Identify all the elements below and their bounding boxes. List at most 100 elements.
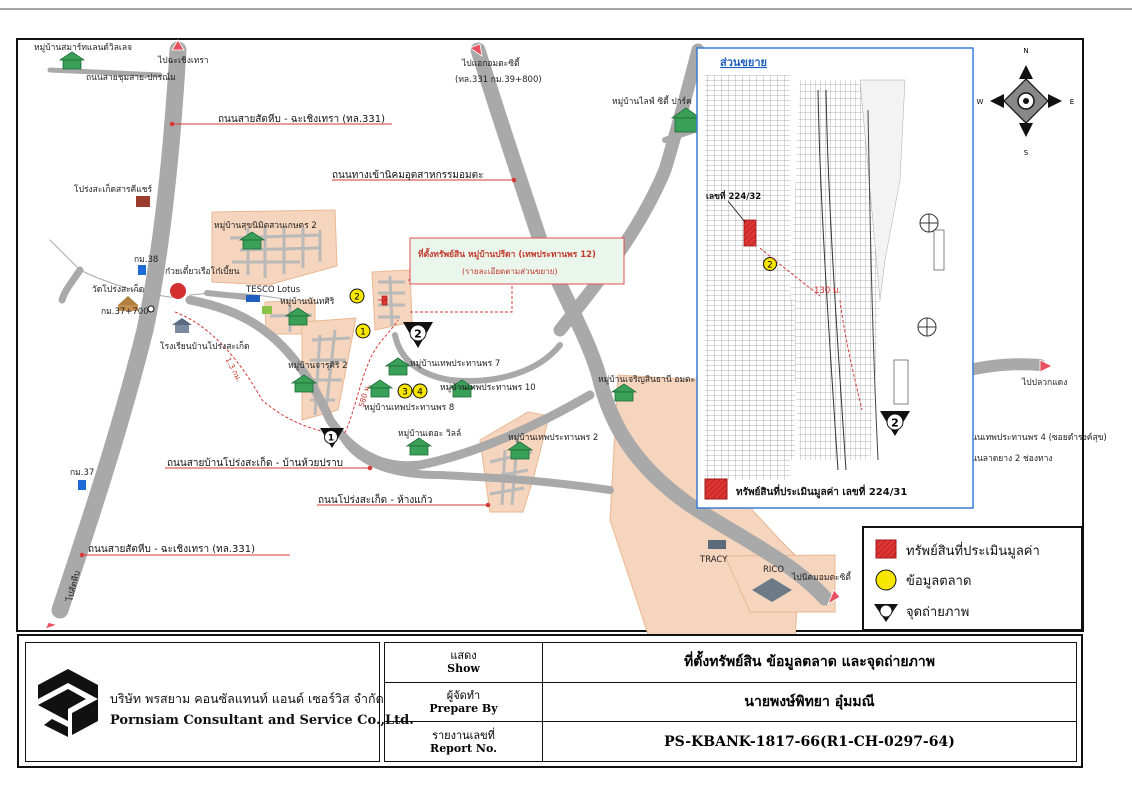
label-village-jaruwan: หมู่บ้านจารุศิริ 2 [288, 360, 348, 371]
market-marker-3: 3 [397, 383, 413, 399]
info-row-report: รายงานเลขที่Report No. PS-KBANK-1817-66(… [384, 721, 1077, 762]
inset-plot-label: เลขที่ 224/32 [706, 189, 761, 202]
svg-text:2: 2 [354, 293, 360, 303]
svg-text:2: 2 [891, 417, 899, 430]
house-icon [610, 383, 638, 402]
market-data-markers: 1 2 3 4 [349, 288, 428, 399]
label-wat-pong: วัดโปร่งสะเก็ด [92, 283, 144, 295]
inset-footer-icon [704, 478, 728, 500]
label-village-sukmilaksuan: หมู่บ้านสุขนิมิตสวนเกษตร 2 [214, 220, 317, 231]
report-value: PS-KBANK-1817-66(R1-CH-0297-64) [542, 721, 1077, 762]
house-icon [58, 51, 86, 70]
photo-point-2: 2 [403, 322, 433, 348]
show-label-en: Show [447, 662, 480, 676]
inset-market-marker [763, 257, 777, 271]
inset-footer-label: ทรัพย์สินที่ประเมินมูลค่า เลขที่ 224/31 [736, 484, 907, 499]
prepare-value: นายพงษ์พิทยา อุ๋มมณี [542, 681, 1077, 723]
label-village-deer: หมู่บ้านเดอะ วิลล์ [398, 428, 461, 439]
village-icons [58, 51, 702, 460]
compass-e-label: E [1070, 98, 1074, 106]
property-hatch-icon [875, 539, 897, 559]
photo-points: 1 2 [320, 322, 433, 448]
inset-title: ส่วนขยาย [720, 56, 767, 69]
company-panel: บริษัท พรสยาม คอนซัลแทนท์ แอนด์ เซอร์วิส… [25, 642, 414, 762]
label-village-thep10: หมู่บ้านเทพประทานพร 10 [440, 382, 536, 393]
house-icon [405, 437, 433, 456]
map-labels: หมู่บ้านสมาร์ทแลนด์วิลเลจ ถนนสายชุมสาย-ป… [34, 42, 1107, 604]
landmarks [78, 196, 792, 602]
shop-icon [262, 306, 272, 314]
callout-title: ที่ตั้งทรัพย์สิน หมู่บ้านปรีดา (เทพประทา… [418, 247, 596, 260]
company-name-en: Pornsiam Consultant and Service Co.,Ltd. [110, 713, 414, 728]
compass-w-label: W [977, 98, 984, 106]
label-market-pong: โปร่งสะเก็ดสารคีแชร์ [74, 183, 152, 195]
tesco-icon [246, 295, 260, 302]
arrow-to-amata-icon [469, 43, 483, 57]
km37-sign-icon [78, 480, 86, 490]
arrow-to-sattahip-icon [44, 621, 59, 630]
label-road-pong-huaiprap: ถนนสายบ้านโปร่งสะเก็ด - บ้านห้วยปราบ [167, 455, 343, 469]
roads [47, 41, 1046, 619]
market-marker-4: 4 [412, 383, 428, 399]
noodle-shop-icon [170, 283, 186, 299]
callout-subtitle: (รายละเอียดตามส่วนขยาย) [462, 267, 557, 276]
arrow-to-amata-bottom-icon [827, 589, 841, 605]
report-label-en: Report No. [430, 741, 497, 755]
label-road-chumsai: ถนนสายชุมสาย-ปกรณ์ม [86, 72, 176, 83]
show-label-th: แสดง [450, 649, 477, 663]
house-icon [290, 374, 318, 393]
label-km37-700: กม.37+700 [101, 307, 149, 317]
label-pointers [79, 121, 517, 558]
label-road-amata-estate: ถนนทางเข้านิคมอุตสาหกรรมอมตะ [332, 169, 483, 181]
label-km38: กม.38 [134, 255, 158, 265]
inset-map: ส่วนขยาย เลขที่ 224/32 2 130 ม. 2 [696, 47, 974, 509]
compass-rose-icon: N E S W [977, 47, 1075, 157]
legend: ทรัพย์สินที่ประเมินมูลค่า ข้อมูลตลาด จุด… [862, 526, 1083, 631]
label-village-thep2: หมู่บ้านเทพประทานพร 2 [508, 432, 598, 443]
tracy-factory-icon [708, 540, 726, 549]
label-to-amata-km: (ทล.331 กม.39+800) [455, 75, 542, 85]
label-rico: RICO [763, 565, 784, 575]
house-icon [284, 307, 312, 326]
label-road-thep4-sub: ถนนลาดยาง 2 ช่องทาง [966, 454, 1053, 464]
house-icon [238, 231, 266, 250]
compass-s-label: S [1024, 149, 1029, 157]
company-name-th: บริษัท พรสยาม คอนซัลแทนท์ แอนด์ เซอร์วิส… [110, 691, 384, 706]
inset-distance: 130 ม. [814, 286, 841, 296]
svg-text:2: 2 [767, 261, 772, 271]
label-road-pong-hangkaew: ถนนโปร่งสะเก็ด - ห้างแก้ว [318, 492, 432, 506]
market-data-circle-icon [875, 569, 897, 591]
label-village-life-park: หมู่บ้านไลฟ์ ซิตี้ ปาร์ค [612, 95, 692, 107]
inset-property-icon [743, 219, 757, 247]
school-icon [175, 325, 189, 333]
svg-text:3: 3 [402, 388, 408, 398]
label-to-amata-bottom: ไปนิคมอมตะซิตี้ [791, 571, 852, 583]
legend-property: ทรัพย์สินที่ประเมินมูลค่า [906, 542, 1040, 559]
label-noodle-shop: ก๋วยเตี๋ยวเรือโก๋เบี้ยน [165, 265, 240, 277]
svg-text:4: 4 [417, 388, 423, 398]
label-village-charoen: หมู่บ้านเจริญสินธานี อมตะ [598, 374, 695, 385]
label-tracy: TRACY [699, 555, 728, 565]
prepare-label-th: ผู้จัดทำ [446, 688, 481, 702]
km38-sign-icon [138, 265, 146, 275]
legend-photo: จุดถ่ายภาพ [906, 605, 969, 620]
label-km37: กม.37 [70, 468, 94, 478]
label-to-plaukdaeng: ไปปลวกแดง [1021, 377, 1067, 388]
legend-market: ข้อมูลตลาด [906, 574, 971, 589]
photo-point-triangle-icon [874, 604, 898, 622]
show-value: ที่ตั้งทรัพย์สิน ข้อมูลตลาด และจุดถ่ายภา… [542, 642, 1077, 683]
estate-streets [229, 226, 533, 506]
arrow-to-chachoengsao-icon [171, 39, 185, 51]
compass-n-label: N [1023, 47, 1028, 55]
property-location-icon [381, 295, 388, 306]
crossroad-icon [147, 305, 155, 313]
photo-point-1: 1 [320, 428, 344, 448]
label-road-sattahip-top: ถนนสายสัตหีบ - ฉะเชิงเทรา (ทล.331) [218, 113, 385, 125]
svg-text:2: 2 [414, 328, 422, 341]
house-icon [506, 441, 534, 460]
arrow-to-plaukdaeng-icon [1039, 359, 1053, 373]
label-to-chachoengsao: ไปฉะเชิงเทรา [157, 55, 209, 66]
label-village-thep7: หมู่บ้านเทพประทานพร 7 [410, 358, 500, 369]
